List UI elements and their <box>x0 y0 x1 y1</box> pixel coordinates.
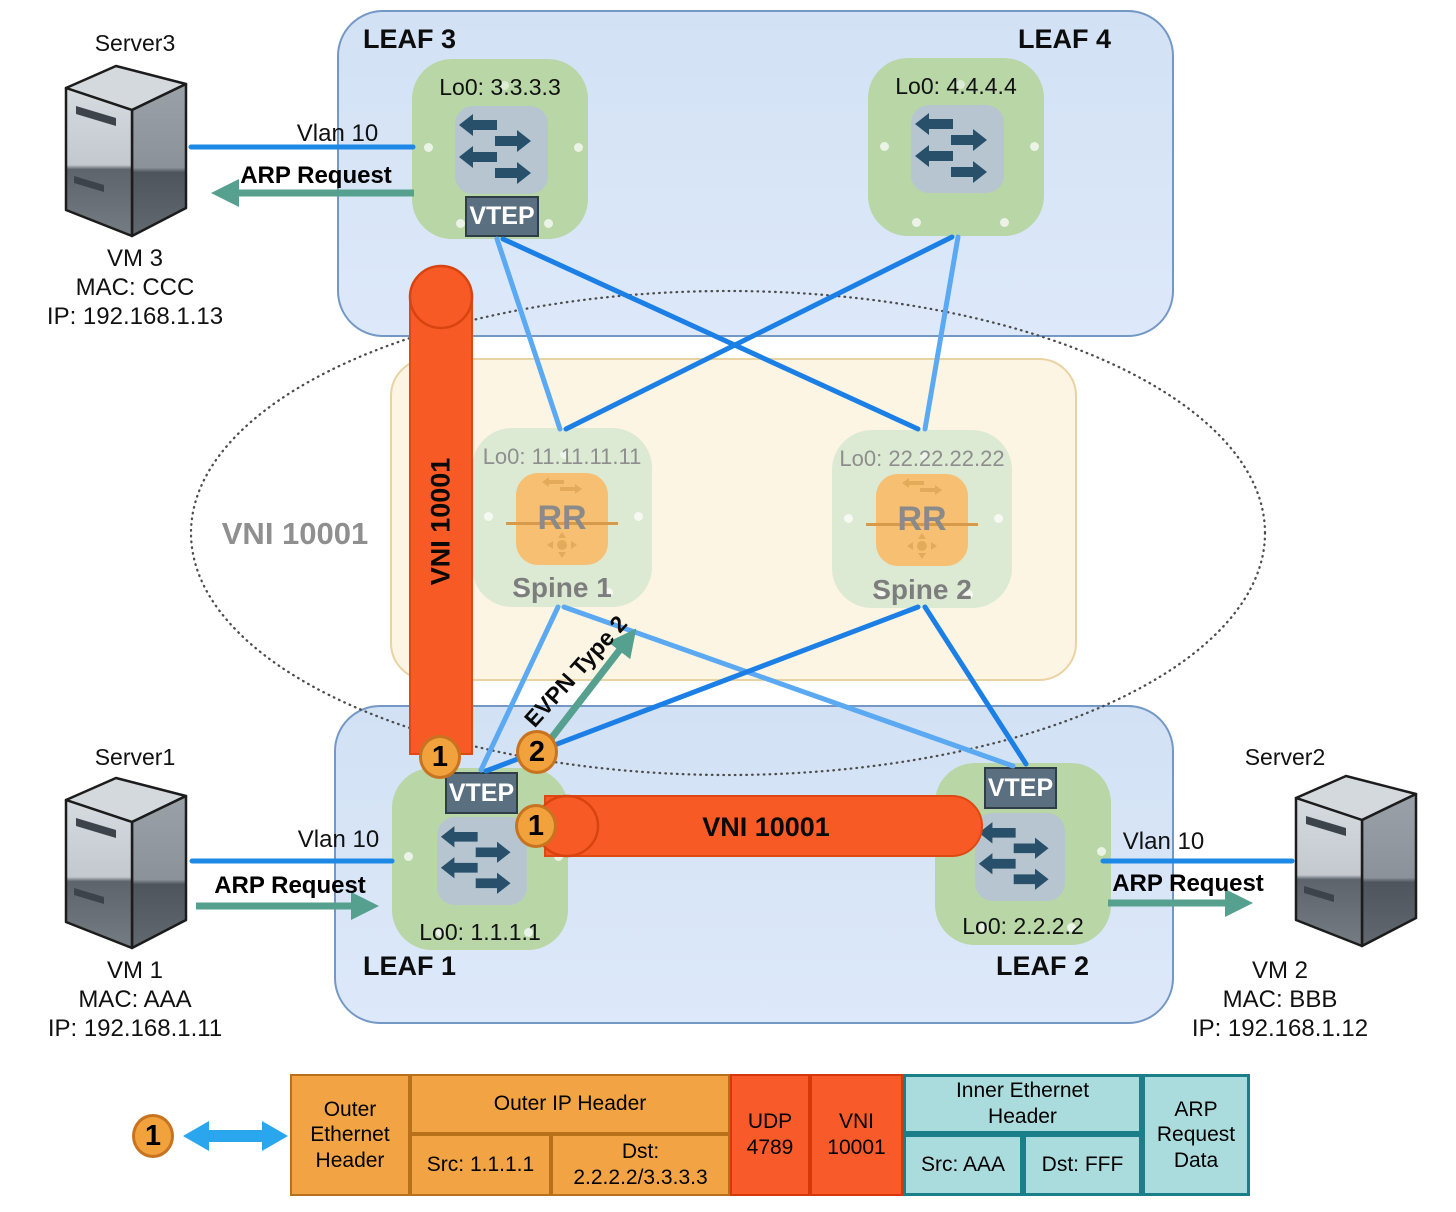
arp-label-bottom-right: ARP Request <box>1112 870 1264 897</box>
rr-decor-hub-icon <box>516 532 608 563</box>
server2-name: Server2 <box>1244 744 1326 770</box>
spine2-loopback: Lo0: 22.22.22.22 <box>839 446 1005 471</box>
switch-icon <box>455 106 548 194</box>
arp-label-top: ARP Request <box>240 162 392 189</box>
switch-arrows-icon <box>459 114 531 184</box>
leaf1-title: LEAF 1 <box>363 951 457 981</box>
node-decor-dots <box>947 847 956 856</box>
vni-zone-label: VNI 10001 <box>221 516 369 551</box>
legend-double-arrow-icon <box>183 1121 288 1151</box>
rr-decor-hub-icon <box>876 533 968 564</box>
packet-cell-outer-dst: Dst: 2.2.2.2/3.3.3.3 <box>551 1134 730 1196</box>
leaf4-title: LEAF 4 <box>1018 24 1112 54</box>
server3-details: VM 3 MAC: CCC IP: 192.168.1.13 <box>46 245 224 330</box>
server1-details: VM 1 MAC: AAA IP: 192.168.1.11 <box>47 957 223 1042</box>
switch-arrows-icon <box>978 822 1049 890</box>
packet-cell-outer-src: Src: 1.1.1.1 <box>410 1134 551 1196</box>
leaf2-node: VTEP Lo0: 2.2.2.2 <box>935 763 1111 945</box>
vni-tube-vertical-label: VNI 10001 <box>425 457 456 586</box>
leaf3-node: Lo0: 3.3.3.3 VTEP <box>412 59 588 239</box>
server3-icon <box>58 60 193 243</box>
node-decor-dots <box>484 512 493 521</box>
legend-badge-1: 1 <box>132 1114 174 1158</box>
vlan-label-bottom-right: Vlan 10 <box>1122 828 1205 855</box>
vni-tube-horizontal-label: VNI 10001 <box>702 812 830 842</box>
switch-icon <box>437 817 527 905</box>
spine1-node: Lo0: 11.11.11.11 RR Spine 1 <box>472 428 652 607</box>
packet-cell-inner-dst: Dst: FFF <box>1023 1134 1142 1196</box>
server2-details: VM 2 MAC: BBB IP: 192.168.1.12 <box>1191 957 1369 1042</box>
switch-arrows-icon <box>915 113 987 183</box>
server3-name: Server3 <box>94 30 176 56</box>
packet-cell-inner-ethernet: Inner Ethernet Header <box>903 1074 1142 1134</box>
packet-cell-udp: UDP 4789 <box>730 1074 810 1196</box>
switch-icon <box>975 813 1065 901</box>
route-reflector-icon: RR <box>506 473 618 565</box>
packet-cell-arp-data: ARP Request Data <box>1142 1074 1250 1196</box>
node-decor-dots <box>880 142 889 151</box>
node-decor-dots <box>424 143 433 152</box>
route-reflector-icon: RR <box>866 474 978 566</box>
leaf3-title: LEAF 3 <box>363 24 457 54</box>
leaf2-vtep: VTEP <box>984 767 1057 809</box>
packet-cell-outer-ethernet: Outer Ethernet Header <box>290 1074 410 1196</box>
leaf2-loopback: Lo0: 2.2.2.2 <box>962 913 1084 939</box>
packet-cell-inner-src: Src: AAA <box>903 1134 1023 1196</box>
leaf3-vtep: VTEP <box>465 196 539 237</box>
arp-label-bottom-left: ARP Request <box>214 872 366 899</box>
leaf3-loopback: Lo0: 3.3.3.3 <box>439 74 561 100</box>
leaf2-title: LEAF 2 <box>996 951 1090 981</box>
server1-name: Server1 <box>94 744 176 770</box>
vlan-label-bottom-left: Vlan 10 <box>297 826 380 853</box>
step-badge-1-vertical: 1 <box>419 735 461 779</box>
node-decor-dots <box>844 514 853 523</box>
spine1-loopback: Lo0: 11.11.11.11 <box>482 444 642 469</box>
leaf4-node: Lo0: 4.4.4.4 <box>868 58 1044 236</box>
server2-icon <box>1288 770 1423 953</box>
packet-cell-vni: VNI 10001 <box>810 1074 903 1196</box>
leaf1-loopback: Lo0: 1.1.1.1 <box>419 919 541 945</box>
vlan-label-top: Vlan 10 <box>296 120 379 147</box>
switch-icon <box>911 105 1004 193</box>
server1-icon <box>58 772 193 955</box>
leaf4-loopback: Lo0: 4.4.4.4 <box>895 73 1017 99</box>
leaf1-vtep: VTEP <box>445 772 518 814</box>
step-badge-1-horizontal: 1 <box>515 804 557 848</box>
spine2-title: Spine 2 <box>872 574 972 605</box>
spine2-node: Lo0: 22.22.22.22 RR Spine 2 <box>832 430 1012 608</box>
leaf1-node: VTEP Lo0: 1.1.1.1 <box>392 768 568 950</box>
packet-cell-outer-ip-header: Outer IP Header <box>410 1074 730 1134</box>
node-decor-dots <box>404 852 413 861</box>
switch-arrows-icon <box>440 826 511 894</box>
step-badge-2-evpn: 2 <box>516 730 558 774</box>
